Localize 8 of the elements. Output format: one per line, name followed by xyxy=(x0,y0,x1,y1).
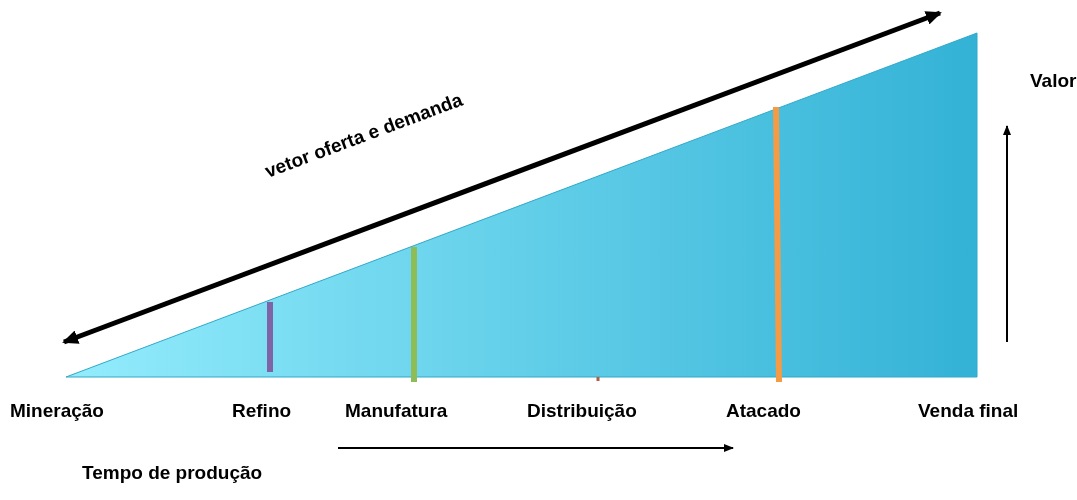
stage-label: Atacado xyxy=(726,400,801,422)
stage-label: Mineração xyxy=(10,400,104,422)
stage-label: Distribuição xyxy=(527,400,637,422)
stage-label: Manufatura xyxy=(345,400,448,422)
stage-label: Venda final xyxy=(918,400,1019,422)
axis-label: Valor xyxy=(1030,70,1077,92)
stage-label: Refino xyxy=(232,400,292,422)
axis-label: Tempo de produção xyxy=(82,462,263,484)
